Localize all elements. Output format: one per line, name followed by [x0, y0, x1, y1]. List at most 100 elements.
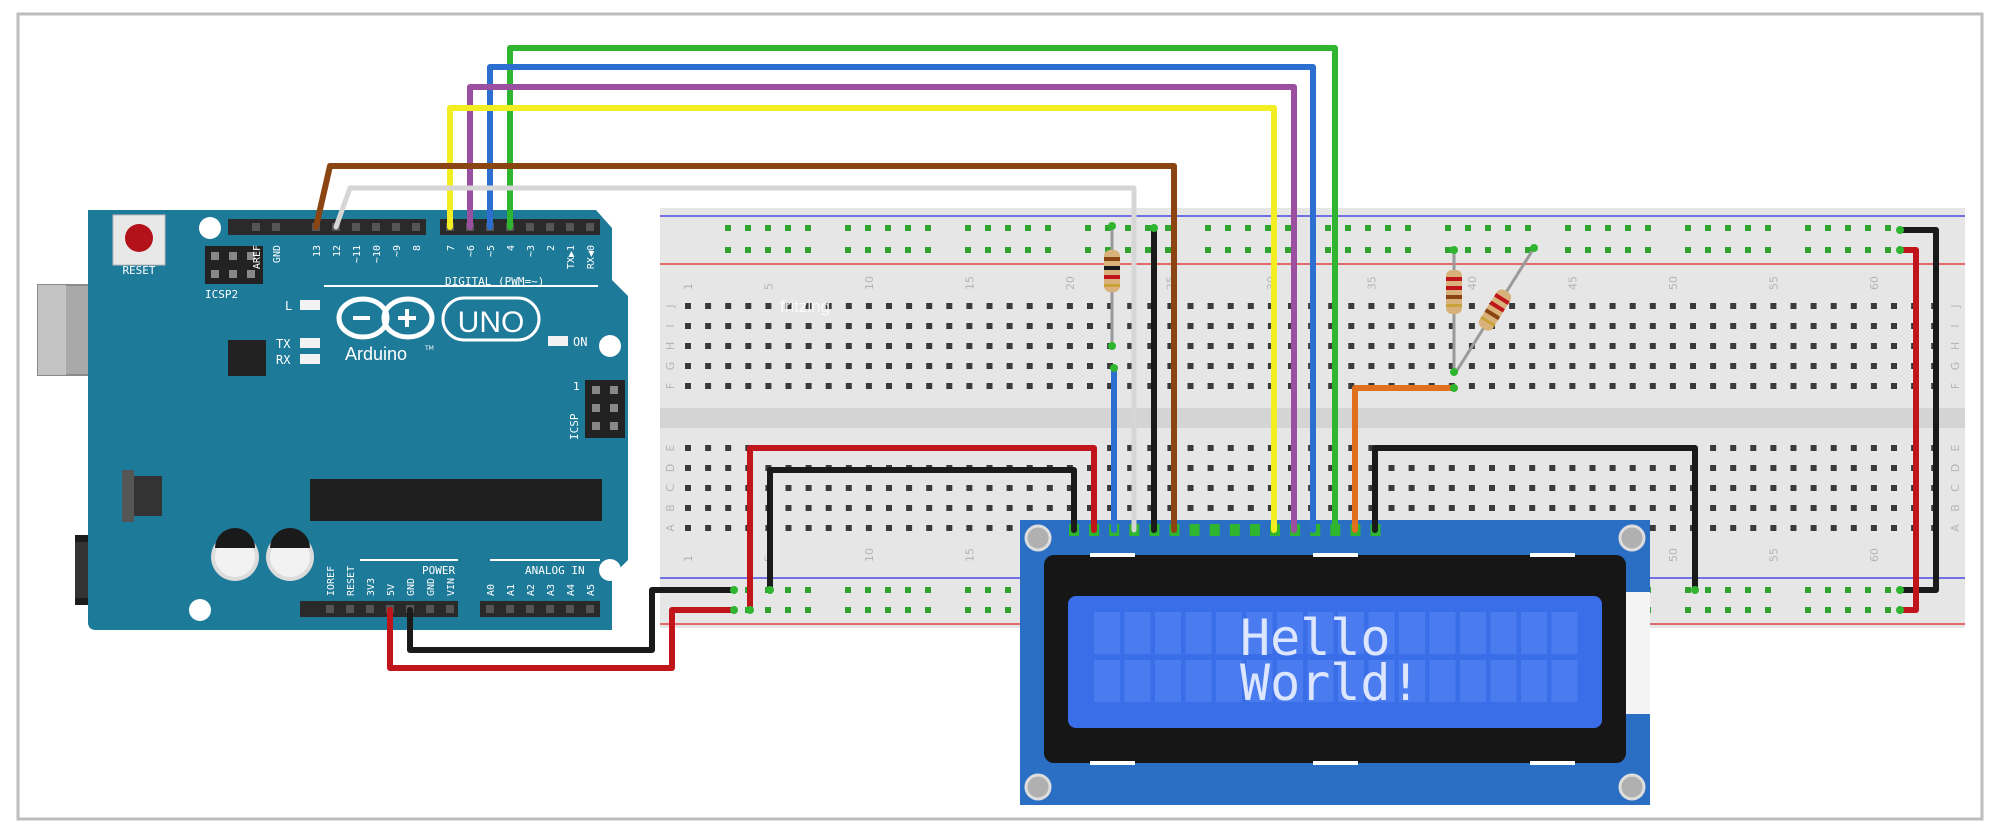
rail-hole: [1685, 247, 1691, 253]
rail-hole: [1025, 247, 1031, 253]
breadboard-hole: [1891, 343, 1897, 349]
icsp2-label: ICSP2: [205, 288, 238, 301]
breadboard-hole: [1408, 465, 1415, 471]
breadboard-hole: [785, 363, 792, 369]
breadboard-hole: [1750, 363, 1757, 369]
rail-hole: [1145, 225, 1151, 231]
breadboard-hole: [805, 383, 812, 389]
breadboard-hole: [1448, 465, 1455, 471]
breadboard-hole: [1006, 383, 1013, 389]
rail-hole: [1685, 225, 1691, 231]
rail-hole: [805, 607, 811, 613]
breadboard-hole: [1187, 445, 1194, 451]
breadboard-hole: [986, 383, 993, 389]
breadboard-hole: [1649, 363, 1656, 369]
rail-hole: [965, 607, 971, 613]
column-number: 1: [682, 283, 695, 290]
breadboard-hole: [1267, 445, 1274, 451]
breadboard-hole: [1428, 303, 1435, 309]
digital-pin-label: AREF: [252, 245, 263, 269]
breadboard-hole: [1690, 323, 1696, 329]
breadboard-hole: [926, 485, 933, 491]
breadboard-hole: [1509, 303, 1516, 309]
column-number: 10: [863, 548, 876, 562]
lcd-cell: [1521, 660, 1547, 702]
rail-hole: [885, 225, 891, 231]
breadboard-hole: [1207, 383, 1214, 389]
breadboard-hole: [1589, 485, 1596, 491]
breadboard-hole: [1891, 465, 1897, 471]
breadboard-hole: [1529, 343, 1536, 349]
arduino-tm: TM: [424, 345, 434, 352]
digital-pin-label: TX▶1: [566, 245, 577, 269]
wire-end-marker: [1896, 246, 1904, 254]
digital-pin-label: ~5: [486, 245, 497, 257]
breadboard-hole: [966, 343, 973, 349]
breadboard-hole: [865, 485, 872, 491]
breadboard-hole: [685, 323, 691, 329]
breadboard-hole: [1569, 303, 1576, 309]
breadboard-hole: [1247, 485, 1254, 491]
breadboard-hole: [685, 363, 691, 369]
rail-hole: [905, 587, 911, 593]
digital-pin-label: 13: [312, 245, 323, 257]
wire-orange: [1352, 385, 1457, 533]
header-pin: [272, 223, 280, 231]
breadboard-hole: [1066, 363, 1073, 369]
breadboard-hole: [1649, 343, 1656, 349]
wire-end-marker: [1108, 342, 1116, 350]
header-pin: [546, 223, 554, 231]
rail-hole: [985, 247, 991, 253]
usb-chip: [228, 340, 266, 376]
rail-hole: [1605, 225, 1611, 231]
rail-hole: [1845, 225, 1851, 231]
breadboard-hole: [1408, 303, 1415, 309]
breadboard-hole: [946, 383, 953, 389]
row-letter: I: [664, 324, 677, 327]
wire-red-rail-jumper: [1897, 247, 1919, 613]
breadboard-hole: [1529, 485, 1536, 491]
breadboard-hole: [1569, 363, 1576, 369]
breadboard-hole: [1669, 303, 1676, 309]
lcd-cell: [1490, 612, 1517, 654]
rail-hole: [1605, 247, 1611, 253]
breadboard-hole: [685, 343, 691, 349]
breadboard-hole: [1087, 303, 1093, 309]
breadboard-hole: [805, 323, 812, 329]
breadboard-hole: [1087, 363, 1093, 369]
rail-hole: [1865, 587, 1871, 593]
rail-hole: [905, 225, 911, 231]
breadboard-hole: [1227, 323, 1234, 329]
usb-connector-shine: [38, 285, 66, 375]
rail-hole: [725, 225, 731, 231]
wire-end-marker: [1450, 368, 1458, 376]
breadboard-hole: [1569, 383, 1576, 389]
breadboard-hole: [1770, 363, 1777, 369]
breadboard-hole: [1006, 343, 1013, 349]
breadboard-hole: [1147, 303, 1154, 309]
breadboard-hole: [1790, 505, 1797, 511]
led-on-label: ON: [573, 335, 587, 349]
wires: [313, 45, 1939, 671]
breadboard-hole: [1770, 505, 1777, 511]
breadboard-hole: [1428, 465, 1435, 471]
lcd-cell: [1368, 612, 1395, 654]
breadboard-hole: [966, 485, 973, 491]
digital-pin-label: GND: [272, 245, 283, 263]
lcd-cell: [1338, 660, 1364, 702]
breadboard-hole: [705, 343, 712, 349]
rail-hole: [1725, 225, 1731, 231]
breadboard-hole: [1247, 445, 1254, 451]
breadboard-hole: [1690, 363, 1696, 369]
breadboard-hole: [1870, 485, 1877, 491]
column-number: 20: [1064, 276, 1077, 290]
row-letter: G: [1949, 362, 1962, 371]
breadboard-hole: [906, 485, 913, 491]
breadboard-hole: [1227, 343, 1234, 349]
breadboard-hole: [1006, 485, 1013, 491]
analog-header-rail: [480, 601, 600, 617]
breadboard-hole: [886, 363, 892, 369]
row-letter: E: [664, 444, 677, 451]
breadboard-hole: [1468, 323, 1475, 329]
